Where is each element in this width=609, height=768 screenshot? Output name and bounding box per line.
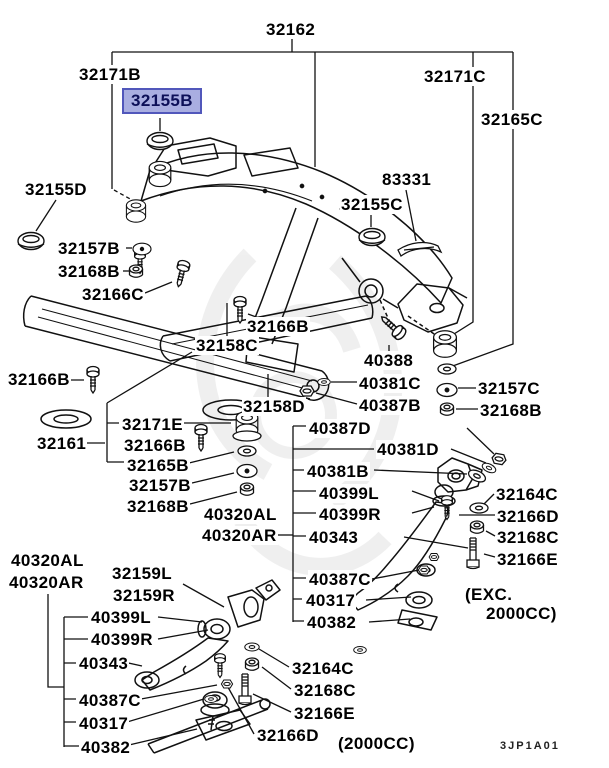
part-label-32168C[interactable]: 32168C [496, 528, 560, 547]
part-label-32164C-2[interactable]: 32164C [291, 659, 355, 678]
part-label-32166C[interactable]: 32166C [81, 285, 145, 304]
part-label-32171C[interactable]: 32171C [423, 67, 487, 86]
part-label-40381B[interactable]: 40381B [306, 462, 370, 481]
note-exc-line1: (EXC. [465, 585, 513, 604]
part-label-40381C[interactable]: 40381C [358, 374, 422, 393]
part-label-32165B[interactable]: 32165B [126, 456, 190, 475]
part-label-40387D[interactable]: 40387D [308, 419, 372, 438]
part-label-40381D[interactable]: 40381D [376, 440, 440, 459]
part-label-40382-2[interactable]: 40382 [80, 738, 132, 757]
part-label-32166D-2[interactable]: 32166D [256, 726, 320, 745]
part-label-40387C[interactable]: 40387C [308, 570, 372, 589]
part-label-83331[interactable]: 83331 [381, 170, 433, 189]
diagram-code: 3JP1A01 [500, 740, 560, 752]
part-label-32157C[interactable]: 32157C [477, 379, 541, 398]
part-label-32162[interactable]: 32162 [265, 20, 317, 39]
part-label-40399L[interactable]: 40399L [318, 484, 381, 503]
part-label-32166B-2[interactable]: 32166B [246, 317, 310, 336]
part-label-32157B-2[interactable]: 32157B [128, 476, 192, 495]
part-label-32166D[interactable]: 32166D [496, 507, 560, 526]
part-label-32166B[interactable]: 32166B [7, 370, 71, 389]
part-label-40399L-2[interactable]: 40399L [90, 608, 153, 627]
part-label-32158D[interactable]: 32158D [242, 397, 306, 416]
small-parts [17, 131, 508, 706]
part-label-32159L[interactable]: 32159L [111, 564, 174, 583]
part-label-32168B-2[interactable]: 32168B [479, 401, 543, 420]
note-exc-line2: 2000CC) [486, 604, 557, 623]
part-label-40387C-2[interactable]: 40387C [78, 691, 142, 710]
part-label-40382[interactable]: 40382 [306, 613, 358, 632]
part-label-32165C[interactable]: 32165C [480, 110, 544, 129]
part-label-32166E[interactable]: 32166E [496, 550, 560, 569]
part-label-32159R[interactable]: 32159R [112, 586, 176, 605]
part-label-40399R[interactable]: 40399R [318, 505, 382, 524]
part-label-32164C[interactable]: 32164C [495, 485, 559, 504]
part-label-40320AL-2[interactable]: 40320AL [10, 551, 85, 570]
part-label-32155D[interactable]: 32155D [24, 180, 88, 199]
part-label-32168B[interactable]: 32168B [57, 262, 121, 281]
part-label-32155C[interactable]: 32155C [340, 195, 404, 214]
part-label-40343-2[interactable]: 40343 [78, 654, 130, 673]
part-label-40388[interactable]: 40388 [363, 351, 415, 370]
part-label-40320AR[interactable]: 40320AR [201, 526, 278, 545]
lower-arm-left-drawing [134, 579, 281, 754]
part-label-40317-2[interactable]: 40317 [78, 714, 130, 733]
part-label-40343[interactable]: 40343 [308, 528, 360, 547]
part-label-40387B[interactable]: 40387B [358, 396, 422, 415]
note-exc-2000cc: (EXC. 2000CC) [464, 585, 558, 623]
part-label-40317[interactable]: 40317 [305, 591, 357, 610]
part-label-32155B-highlighted[interactable]: 32155B [122, 88, 202, 114]
part-label-32161[interactable]: 32161 [36, 434, 88, 453]
part-label-40320AL[interactable]: 40320AL [203, 505, 278, 524]
part-label-32171E[interactable]: 32171E [121, 415, 185, 434]
part-label-32158C[interactable]: 32158C [195, 336, 259, 355]
part-label-32168B-3[interactable]: 32168B [126, 497, 190, 516]
part-label-32166E-2[interactable]: 32166E [293, 704, 357, 723]
note-2000cc: (2000CC) [338, 734, 415, 753]
part-label-32157B[interactable]: 32157B [57, 239, 121, 258]
part-label-40320AR-2[interactable]: 40320AR [8, 573, 85, 592]
part-label-32166B-3[interactable]: 32166B [123, 436, 187, 455]
part-label-32171B[interactable]: 32171B [78, 65, 142, 84]
part-label-40399R-2[interactable]: 40399R [90, 630, 154, 649]
part-label-32168C-2[interactable]: 32168C [293, 681, 357, 700]
